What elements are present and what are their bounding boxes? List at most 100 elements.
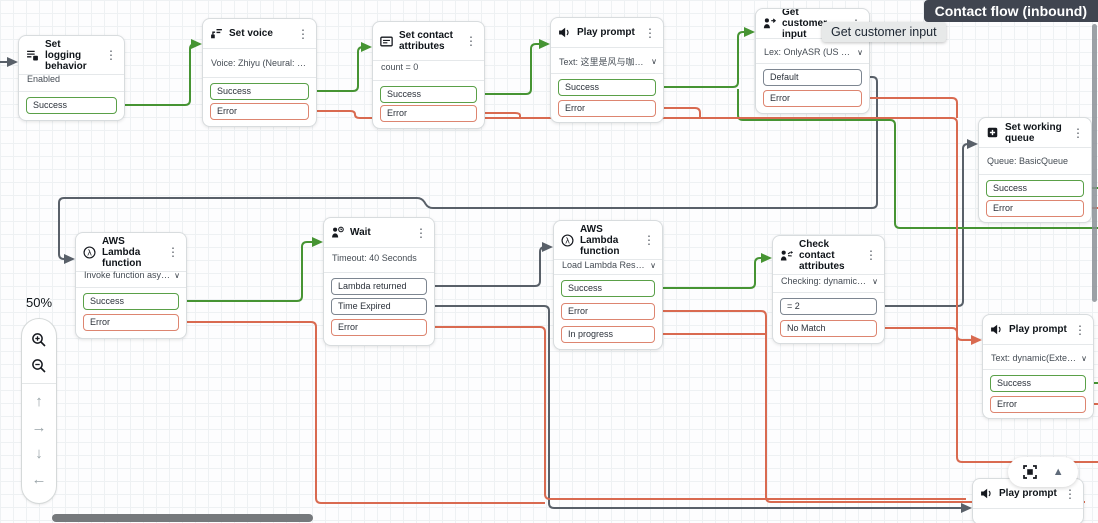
output-port-error[interactable]: Error xyxy=(561,303,655,320)
pan-left-button[interactable]: ← xyxy=(31,470,47,488)
kebab-menu-icon[interactable]: ⋮ xyxy=(415,225,427,240)
output-port-in-progress[interactable]: In progress xyxy=(561,326,655,343)
output-port-error[interactable]: Error xyxy=(558,100,656,117)
kebab-menu-icon[interactable]: ⋮ xyxy=(105,48,117,62)
node-header: Set voice ⋮ xyxy=(203,19,316,49)
connector-error[interactable] xyxy=(433,326,966,500)
connector-error[interactable] xyxy=(884,327,1098,463)
flow-node-play-prompt-2[interactable]: Play prompt⋮Text: dynamic(External > …∨S… xyxy=(982,314,1094,419)
connector-arrowhead xyxy=(971,335,982,345)
chevron-down-icon[interactable]: ∨ xyxy=(174,270,180,280)
lambda-icon: λ xyxy=(561,233,574,247)
node-parameter: Lex: OnlyASR (US East: N…∨ xyxy=(764,43,863,61)
pan-down-button[interactable]: ↓ xyxy=(35,444,43,462)
connector-arrowhead xyxy=(961,503,972,513)
flow-node-play-prompt-1[interactable]: Play prompt⋮Text: 这里是风与咖公司售…∨SuccessErro… xyxy=(550,17,664,123)
pan-right-button[interactable]: → xyxy=(31,418,47,436)
vertical-scrollbar-thumb[interactable] xyxy=(1092,24,1097,302)
svg-text:λ: λ xyxy=(565,235,570,245)
output-port-error[interactable]: Error xyxy=(83,314,179,331)
output-port-time-expired[interactable]: Time Expired xyxy=(331,298,427,315)
output-port-error[interactable]: Error xyxy=(763,90,862,107)
output-port-error[interactable]: Error xyxy=(990,396,1086,413)
node-parameter: Enabled xyxy=(27,70,118,88)
fit-screen-button[interactable] xyxy=(1022,464,1038,480)
horizontal-scrollbar-thumb[interactable] xyxy=(52,514,313,522)
zoom-out-button[interactable] xyxy=(27,354,51,378)
connector-success[interactable] xyxy=(122,43,200,106)
connector-error[interactable] xyxy=(184,321,545,504)
pan-up-button[interactable]: ↑ xyxy=(35,392,43,410)
connector-success[interactable] xyxy=(482,43,548,95)
chevron-down-icon[interactable]: ∨ xyxy=(857,47,863,57)
connector-success[interactable] xyxy=(314,46,370,92)
node-title: Check contact attributes xyxy=(799,238,845,272)
chevron-down-icon[interactable]: ∨ xyxy=(872,276,878,286)
connector-neutral[interactable] xyxy=(58,76,878,260)
connector-error[interactable] xyxy=(482,112,521,118)
node-title: Get customer input xyxy=(782,8,828,40)
connector-success[interactable] xyxy=(661,31,753,88)
connector-success[interactable] xyxy=(184,241,321,302)
kebab-menu-icon[interactable]: ⋮ xyxy=(465,34,477,48)
node-parameter-text: Checking: dynamic(Extern… xyxy=(781,276,868,286)
output-port-success[interactable]: Success xyxy=(26,97,117,114)
output-port-error[interactable]: Error xyxy=(331,319,427,336)
node-divider xyxy=(203,77,316,78)
connector-error[interactable] xyxy=(867,97,958,118)
connector-error[interactable] xyxy=(660,310,1085,503)
output-port-no-match[interactable]: No Match xyxy=(780,320,877,337)
output-port-success[interactable]: Success xyxy=(986,180,1084,197)
output-port-success[interactable]: Success xyxy=(990,375,1086,392)
controls-divider xyxy=(22,383,56,384)
kebab-menu-icon[interactable]: ⋮ xyxy=(865,248,877,262)
kebab-menu-icon[interactable]: ⋮ xyxy=(644,25,656,40)
output-port-error[interactable]: Error xyxy=(210,103,309,120)
connector-neutral[interactable] xyxy=(433,246,551,287)
connector-arrowhead xyxy=(761,253,772,263)
output-port-success[interactable]: Success xyxy=(558,79,656,96)
connector-arrowhead xyxy=(744,27,755,37)
wait-icon xyxy=(331,226,344,239)
chevron-down-icon[interactable]: ∨ xyxy=(651,56,657,66)
flow-node-check-contact-attributes[interactable]: Check contact attributes ⋮ Checking: dynam… xyxy=(772,235,885,344)
connector-arrowhead xyxy=(542,242,553,252)
output-port-success[interactable]: Success xyxy=(83,293,179,310)
collapse-panel-button[interactable]: ▲ xyxy=(1052,466,1064,478)
output-port-lambda-returned[interactable]: Lambda returned xyxy=(331,278,427,295)
output-port--2[interactable]: = 2 xyxy=(780,298,877,315)
connector-arrowhead xyxy=(967,139,978,149)
output-port-error[interactable]: Error xyxy=(986,200,1084,217)
node-parameter-text: Enabled xyxy=(27,74,61,84)
zoom-in-button[interactable] xyxy=(27,328,51,352)
output-port-success[interactable]: Success xyxy=(380,86,477,103)
output-port-error[interactable]: Error xyxy=(380,105,477,122)
connector-neutral[interactable] xyxy=(884,143,976,307)
node-parameter-text: Voice: Zhiyu (Neural: None) xyxy=(211,58,310,68)
kebab-menu-icon[interactable]: ⋮ xyxy=(1072,125,1084,140)
connector-error[interactable] xyxy=(661,107,701,118)
kebab-menu-icon[interactable]: ⋮ xyxy=(297,26,309,41)
connector-neutral[interactable] xyxy=(433,305,970,509)
node-title: Set voice xyxy=(229,28,273,39)
output-port-success[interactable]: Success xyxy=(561,280,655,297)
output-port-success[interactable]: Success xyxy=(210,83,309,100)
kebab-menu-icon[interactable]: ⋮ xyxy=(167,245,179,259)
flow-node-set-voice[interactable]: Set voice ⋮ Voice: Zhiyu (Neural: None) Suc… xyxy=(202,18,317,127)
kebab-menu-icon[interactable]: ⋮ xyxy=(1064,486,1076,501)
output-port-default[interactable]: Default xyxy=(763,69,862,86)
chevron-down-icon[interactable]: ∨ xyxy=(1081,353,1087,363)
kebab-menu-icon[interactable]: ⋮ xyxy=(643,233,655,247)
connector-success[interactable] xyxy=(660,257,770,289)
node-divider xyxy=(373,80,484,81)
kebab-menu-icon[interactable]: ⋮ xyxy=(1074,322,1086,337)
node-parameter-text: count = 0 xyxy=(381,62,419,72)
chevron-down-icon[interactable]: ∨ xyxy=(650,260,656,270)
